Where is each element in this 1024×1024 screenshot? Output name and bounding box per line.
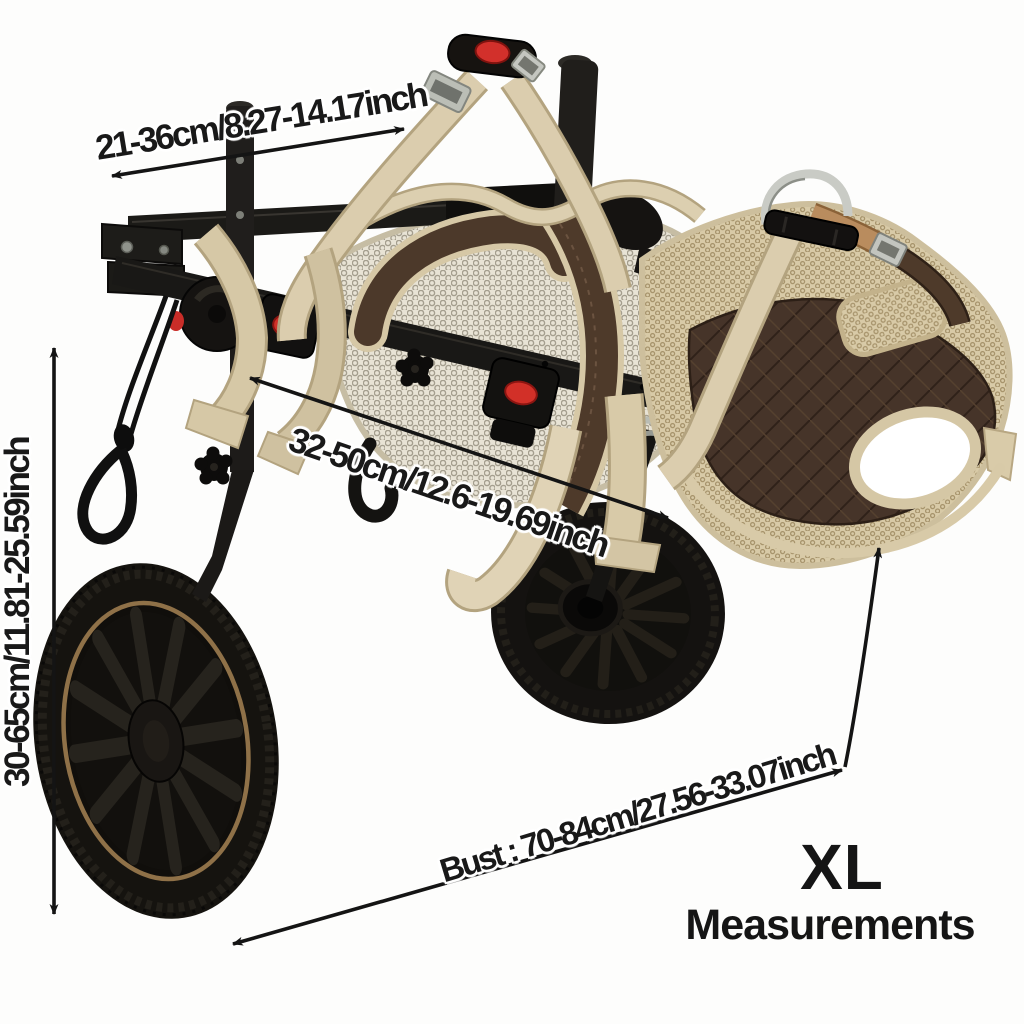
middle-wheel xyxy=(491,501,725,725)
size-caption: Measurements xyxy=(685,901,975,949)
star-knob-lower xyxy=(194,446,233,485)
d-ring xyxy=(760,169,853,225)
leg-hole xyxy=(848,406,982,510)
buckle-loop xyxy=(511,48,546,83)
bust-pointer xyxy=(843,547,883,768)
bungee-cord xyxy=(77,295,180,545)
left-wheel-spokes xyxy=(68,606,244,876)
d-ring-adjuster xyxy=(763,209,859,252)
hardware xyxy=(420,33,908,267)
tri-glide xyxy=(420,70,472,113)
height-label: 30-65cm/11.81-25.59inch xyxy=(0,437,37,787)
size-label: XL xyxy=(800,831,884,903)
left-strut-leg xyxy=(192,470,254,602)
width-arrow xyxy=(111,126,405,179)
measurement-arrows xyxy=(49,126,883,946)
side-flap xyxy=(982,426,1018,482)
metal-slider xyxy=(868,232,908,267)
harness-saddle xyxy=(639,201,1018,570)
length-arrow xyxy=(249,376,669,520)
bust-arrow xyxy=(232,768,843,946)
left-wheel xyxy=(33,563,279,919)
left-bracket-upper xyxy=(101,222,183,266)
